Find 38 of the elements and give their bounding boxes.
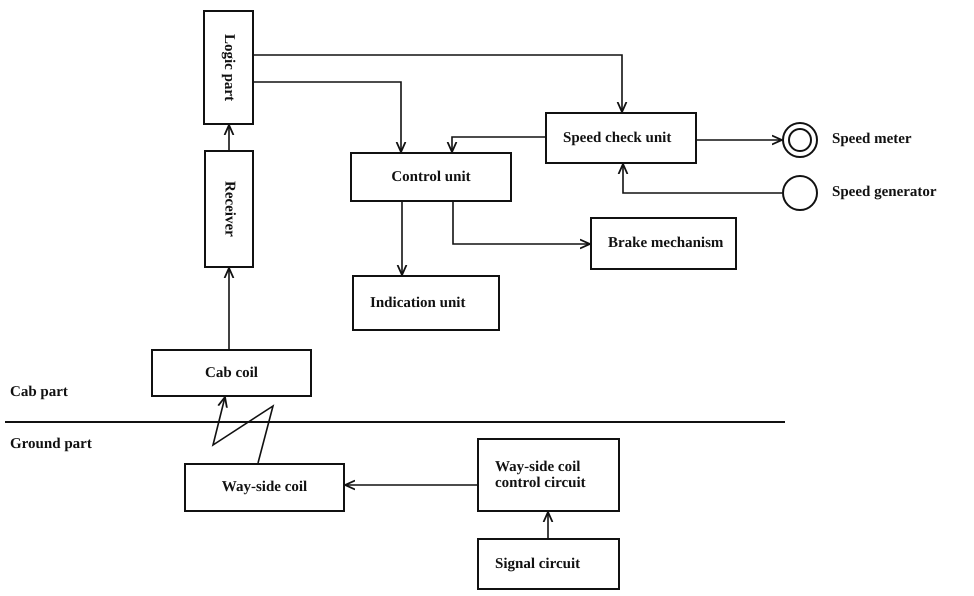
process-box <box>184 463 345 512</box>
section-label: Cab part <box>10 384 68 401</box>
arrow <box>224 124 234 150</box>
arrow <box>452 202 591 250</box>
box-label: Signal circuit <box>495 556 580 572</box>
process-box <box>352 275 500 331</box>
process-box <box>545 112 697 164</box>
box-label: Speed check unit <box>563 130 672 146</box>
arrow <box>396 202 408 276</box>
process-box <box>204 150 254 268</box>
box-label: Way-side coil control circuit <box>495 458 587 492</box>
section-label: Ground part <box>10 436 92 453</box>
arrow <box>618 163 782 194</box>
box-label: Control unit <box>391 168 471 186</box>
arrow <box>446 136 545 153</box>
process-box <box>477 538 620 590</box>
circle-symbol <box>782 175 818 211</box>
box-label: Brake mechanism <box>608 235 724 252</box>
process-box <box>350 152 512 202</box>
box-label: Receiver <box>220 181 238 237</box>
box-label: Logic part <box>220 34 237 102</box>
process-box <box>477 438 620 512</box>
process-box <box>590 217 737 270</box>
box-label: Cab coil <box>205 364 258 382</box>
box-label: Indication unit <box>370 294 466 312</box>
component-label: Speed meter <box>832 131 912 148</box>
arrow <box>254 81 406 153</box>
box-label: Way-side coil <box>222 479 308 496</box>
arrow <box>224 267 234 349</box>
component-label: Speed generator <box>832 184 937 201</box>
arrow <box>697 134 783 146</box>
arrow <box>212 396 274 464</box>
process-box <box>203 10 254 125</box>
process-box <box>151 349 312 397</box>
arrow <box>254 54 628 113</box>
arrow <box>344 480 477 490</box>
arrow <box>542 511 554 538</box>
speed-meter-symbol <box>782 122 818 158</box>
